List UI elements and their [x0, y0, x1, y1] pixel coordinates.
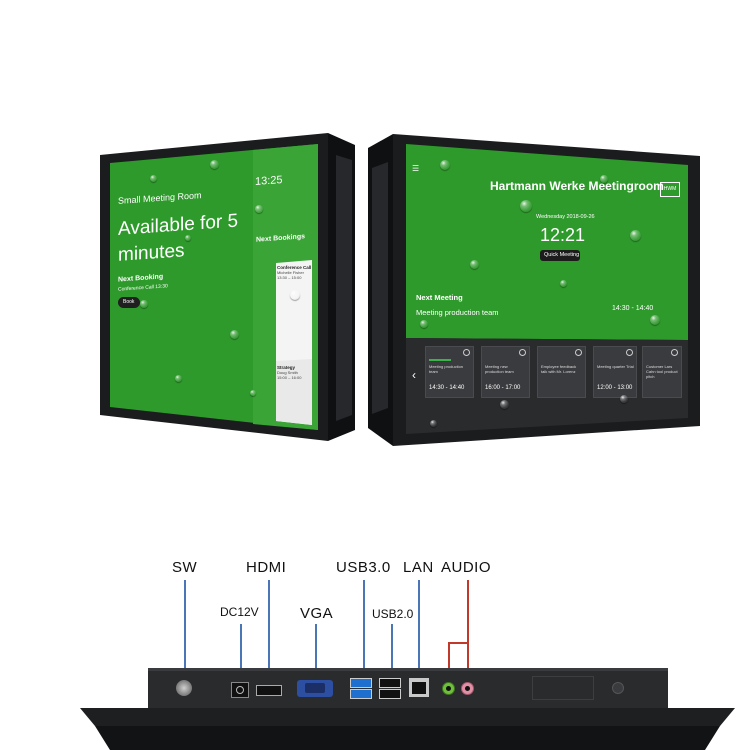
meeting-card-title: Meeting new production team: [485, 364, 514, 374]
meeting-card[interactable]: Meeting new production team 16:00 - 17:0…: [481, 346, 530, 398]
left-monitor: Small Meeting Room Available for 5 minut…: [90, 125, 370, 445]
meeting-card-info-icon: [671, 349, 678, 356]
left-booking-card-1-time: 13:30 – 15:00: [277, 275, 302, 280]
quick-meeting-button-label: Quick Meeting: [544, 252, 580, 258]
quick-meeting-button[interactable]: Quick Meeting: [540, 250, 580, 261]
meeting-card[interactable]: Meeting quarter Trial 12:00 - 13:00: [593, 346, 637, 398]
meeting-card[interactable]: Customer Lars Cahn tool product pitch: [642, 346, 682, 398]
vga-port: [297, 680, 333, 697]
right-monitor-body: [368, 134, 700, 446]
leader-line-audio-2: [448, 642, 450, 674]
port-label-vga: VGA: [300, 605, 334, 622]
left-booking-card-1-person: Michelle Fisher: [277, 270, 304, 275]
meeting-card[interactable]: Meeting production team 14:30 - 14:40: [425, 346, 474, 398]
leader-line-audio: [467, 580, 469, 674]
meeting-card-time: 12:00 - 13:00: [597, 385, 633, 391]
leader-line-audio-joint: [448, 642, 469, 644]
left-booking-card-1-title: Conference Call: [277, 265, 312, 270]
right-next-meeting-label: Next Meeting: [416, 293, 463, 302]
meeting-card-info-icon: [519, 349, 526, 356]
vga-connector: [305, 683, 325, 693]
bottom-io-panel: [80, 668, 735, 750]
meeting-card-info-icon: [626, 349, 633, 356]
hdmi-port: [256, 685, 282, 696]
right-menu-icon[interactable]: ☰: [412, 164, 420, 173]
right-date: Wednesday 2018-09-26: [536, 214, 595, 220]
port-label-dc12v: DC12V: [220, 605, 259, 619]
leader-line-usb30: [363, 580, 365, 674]
meeting-card-accent: [429, 359, 451, 361]
left-booking-card-2-time: 15:00 – 16:00: [277, 375, 302, 380]
cards-prev-arrow[interactable]: ‹: [412, 368, 416, 382]
left-status: Available for 5 minutes: [118, 210, 239, 266]
port-label-usb20: USB2.0: [372, 607, 414, 621]
left-booking-card-1[interactable]: Conference Call Michelle Fisher 13:30 – …: [277, 265, 311, 280]
port-label-lan: LAN: [403, 559, 434, 576]
meeting-card-title: Meeting quarter Trial: [597, 364, 634, 369]
leader-line-dc12v: [240, 624, 242, 674]
meeting-card-info-icon: [575, 349, 582, 356]
port-label-hdmi: HDMI: [246, 559, 287, 576]
port-label-usb30: USB3.0: [336, 559, 391, 576]
usb30-port: [350, 678, 372, 688]
usb20-port: [379, 689, 401, 699]
usb20-port: [379, 678, 401, 688]
meeting-card-time: 14:30 - 14:40: [429, 385, 465, 391]
lan-socket: [412, 682, 426, 694]
audio-hole: [465, 686, 470, 691]
meeting-card-title: Employee feedback talk with Mr. Lorenz: [541, 364, 577, 374]
audio-hole: [446, 686, 451, 691]
left-booking-card-2-title: Strategy: [277, 365, 296, 370]
right-next-meeting-title: Meeting production team: [416, 308, 499, 317]
right-logo: HWM: [660, 182, 680, 197]
left-monitor-body: [100, 133, 355, 441]
left-book-button-label: Book: [123, 299, 135, 305]
power-switch-button[interactable]: [176, 680, 192, 696]
left-time: 13:25: [255, 174, 283, 188]
meeting-card[interactable]: Employee feedback talk with Mr. Lorenz: [537, 346, 586, 398]
meeting-card-title: Meeting production team: [429, 364, 464, 374]
leader-line-sw: [184, 580, 186, 674]
right-room-name: Hartmann Werke Meetingroom: [490, 179, 664, 193]
cover-plate: [532, 676, 594, 700]
meeting-card-info-icon: [463, 349, 470, 356]
left-booking-card-2[interactable]: Strategy Doug Smith 15:00 – 16:00: [277, 365, 311, 380]
right-time: 12:21: [540, 225, 586, 245]
leader-line-usb20: [391, 624, 393, 674]
meeting-card-title: Customer Lars Cahn tool product pitch: [646, 364, 678, 379]
meeting-card-time: 16:00 - 17:00: [485, 385, 521, 391]
dc12v-port: [231, 682, 249, 698]
usb30-port: [350, 689, 372, 699]
side-button[interactable]: [612, 682, 624, 694]
bottom-io-panel-body: [80, 668, 735, 750]
dc-jack-pin: [236, 686, 244, 694]
leader-line-hdmi: [268, 580, 270, 674]
audio-port-green: [442, 682, 455, 695]
leader-line-lan: [418, 580, 420, 674]
right-next-meeting-time: 14:30 - 14:40: [612, 305, 654, 312]
leader-line-vga: [315, 624, 317, 674]
lan-port: [409, 678, 429, 697]
right-monitor: ☰ Hartmann Werke Meetingroom HWM Wednesd…: [368, 128, 708, 448]
audio-port-pink: [461, 682, 474, 695]
port-label-audio: AUDIO: [441, 559, 492, 576]
left-booking-card-2-person: Doug Smith: [277, 370, 298, 375]
port-label-sw: SW: [172, 559, 198, 576]
left-book-button[interactable]: Book: [118, 297, 140, 308]
